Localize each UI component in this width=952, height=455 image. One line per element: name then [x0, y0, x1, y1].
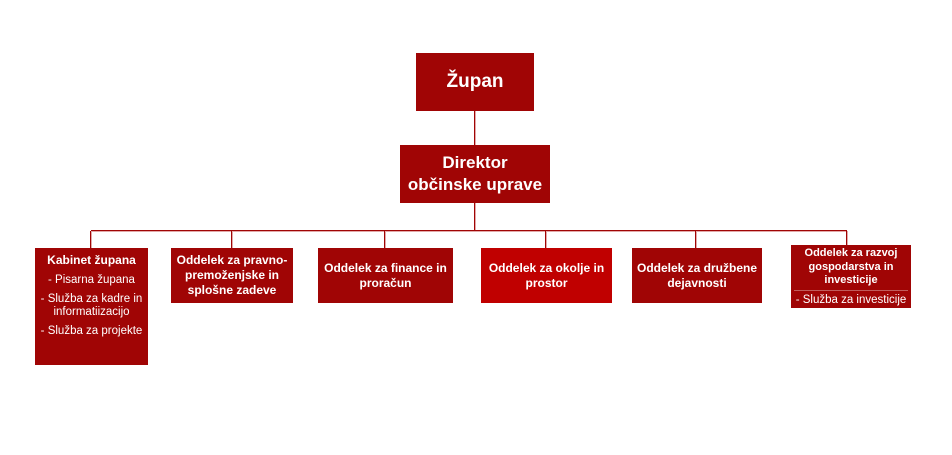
org-node-zupan: Župan: [416, 53, 534, 111]
connector-drop-finance: [384, 231, 386, 248]
org-node-oddelek-razvoj-gospodarstva: Oddelek za razvoj gospodarstva in invest…: [791, 245, 911, 308]
org-node-direktor-label: Direktor občinske uprave: [407, 153, 543, 194]
connector-zupan-direktor: [474, 111, 476, 145]
org-node-oddelek-druzbene-dejavnosti: Oddelek za družbene dejavnosti: [632, 248, 762, 303]
org-node-zupan-label: Župan: [446, 71, 504, 92]
connector-drop-kabinet: [90, 231, 92, 248]
connector-direktor-stem: [474, 203, 476, 231]
connector-drop-razvoj: [846, 231, 848, 246]
org-node-oddelek-finance-proracun-label: Oddelek za finance in proračun: [324, 260, 447, 290]
org-subunit-sluzba-projekte: - Služba za projekte: [40, 324, 143, 337]
org-subunit-sluzba-kadre-informatizacija: - Služba za kadre in informatiizacijo: [40, 292, 143, 319]
org-node-oddelek-druzbene-dejavnosti-label: Oddelek za družbene dejavnosti: [636, 260, 758, 290]
org-node-kabinet-title: Kabinet župana: [47, 253, 136, 267]
org-subunit-pisarna-zupana: - Pisarna župana: [48, 274, 135, 286]
org-node-oddelek-pravno-premozenjske: Oddelek za pravno-premoženjske in splošn…: [171, 248, 293, 303]
org-node-oddelek-finance-proracun: Oddelek za finance in proračun: [318, 248, 453, 303]
org-node-oddelek-pravno-premozenjske-label: Oddelek za pravno-premoženjske in splošn…: [176, 253, 288, 297]
org-node-oddelek-razvoj-gospodarstva-label: Oddelek za razvoj gospodarstva in invest…: [804, 247, 898, 286]
connector-drop-pravno: [231, 231, 233, 248]
org-node-direktor: Direktor občinske uprave: [400, 145, 550, 203]
org-node-oddelek-okolje-prostor-label: Oddelek za okolje in prostor: [488, 260, 605, 290]
connector-horizontal-bar: [91, 230, 847, 232]
org-node-kabinet-zupana: Kabinet župana - Pisarna župana - Služba…: [35, 248, 148, 365]
org-node-oddelek-okolje-prostor: Oddelek za okolje in prostor: [481, 248, 612, 303]
org-subunit-sluzba-investicije: - Služba za investicije: [794, 289, 908, 307]
connector-drop-druzbene: [695, 231, 697, 248]
connector-drop-okolje: [545, 231, 547, 248]
